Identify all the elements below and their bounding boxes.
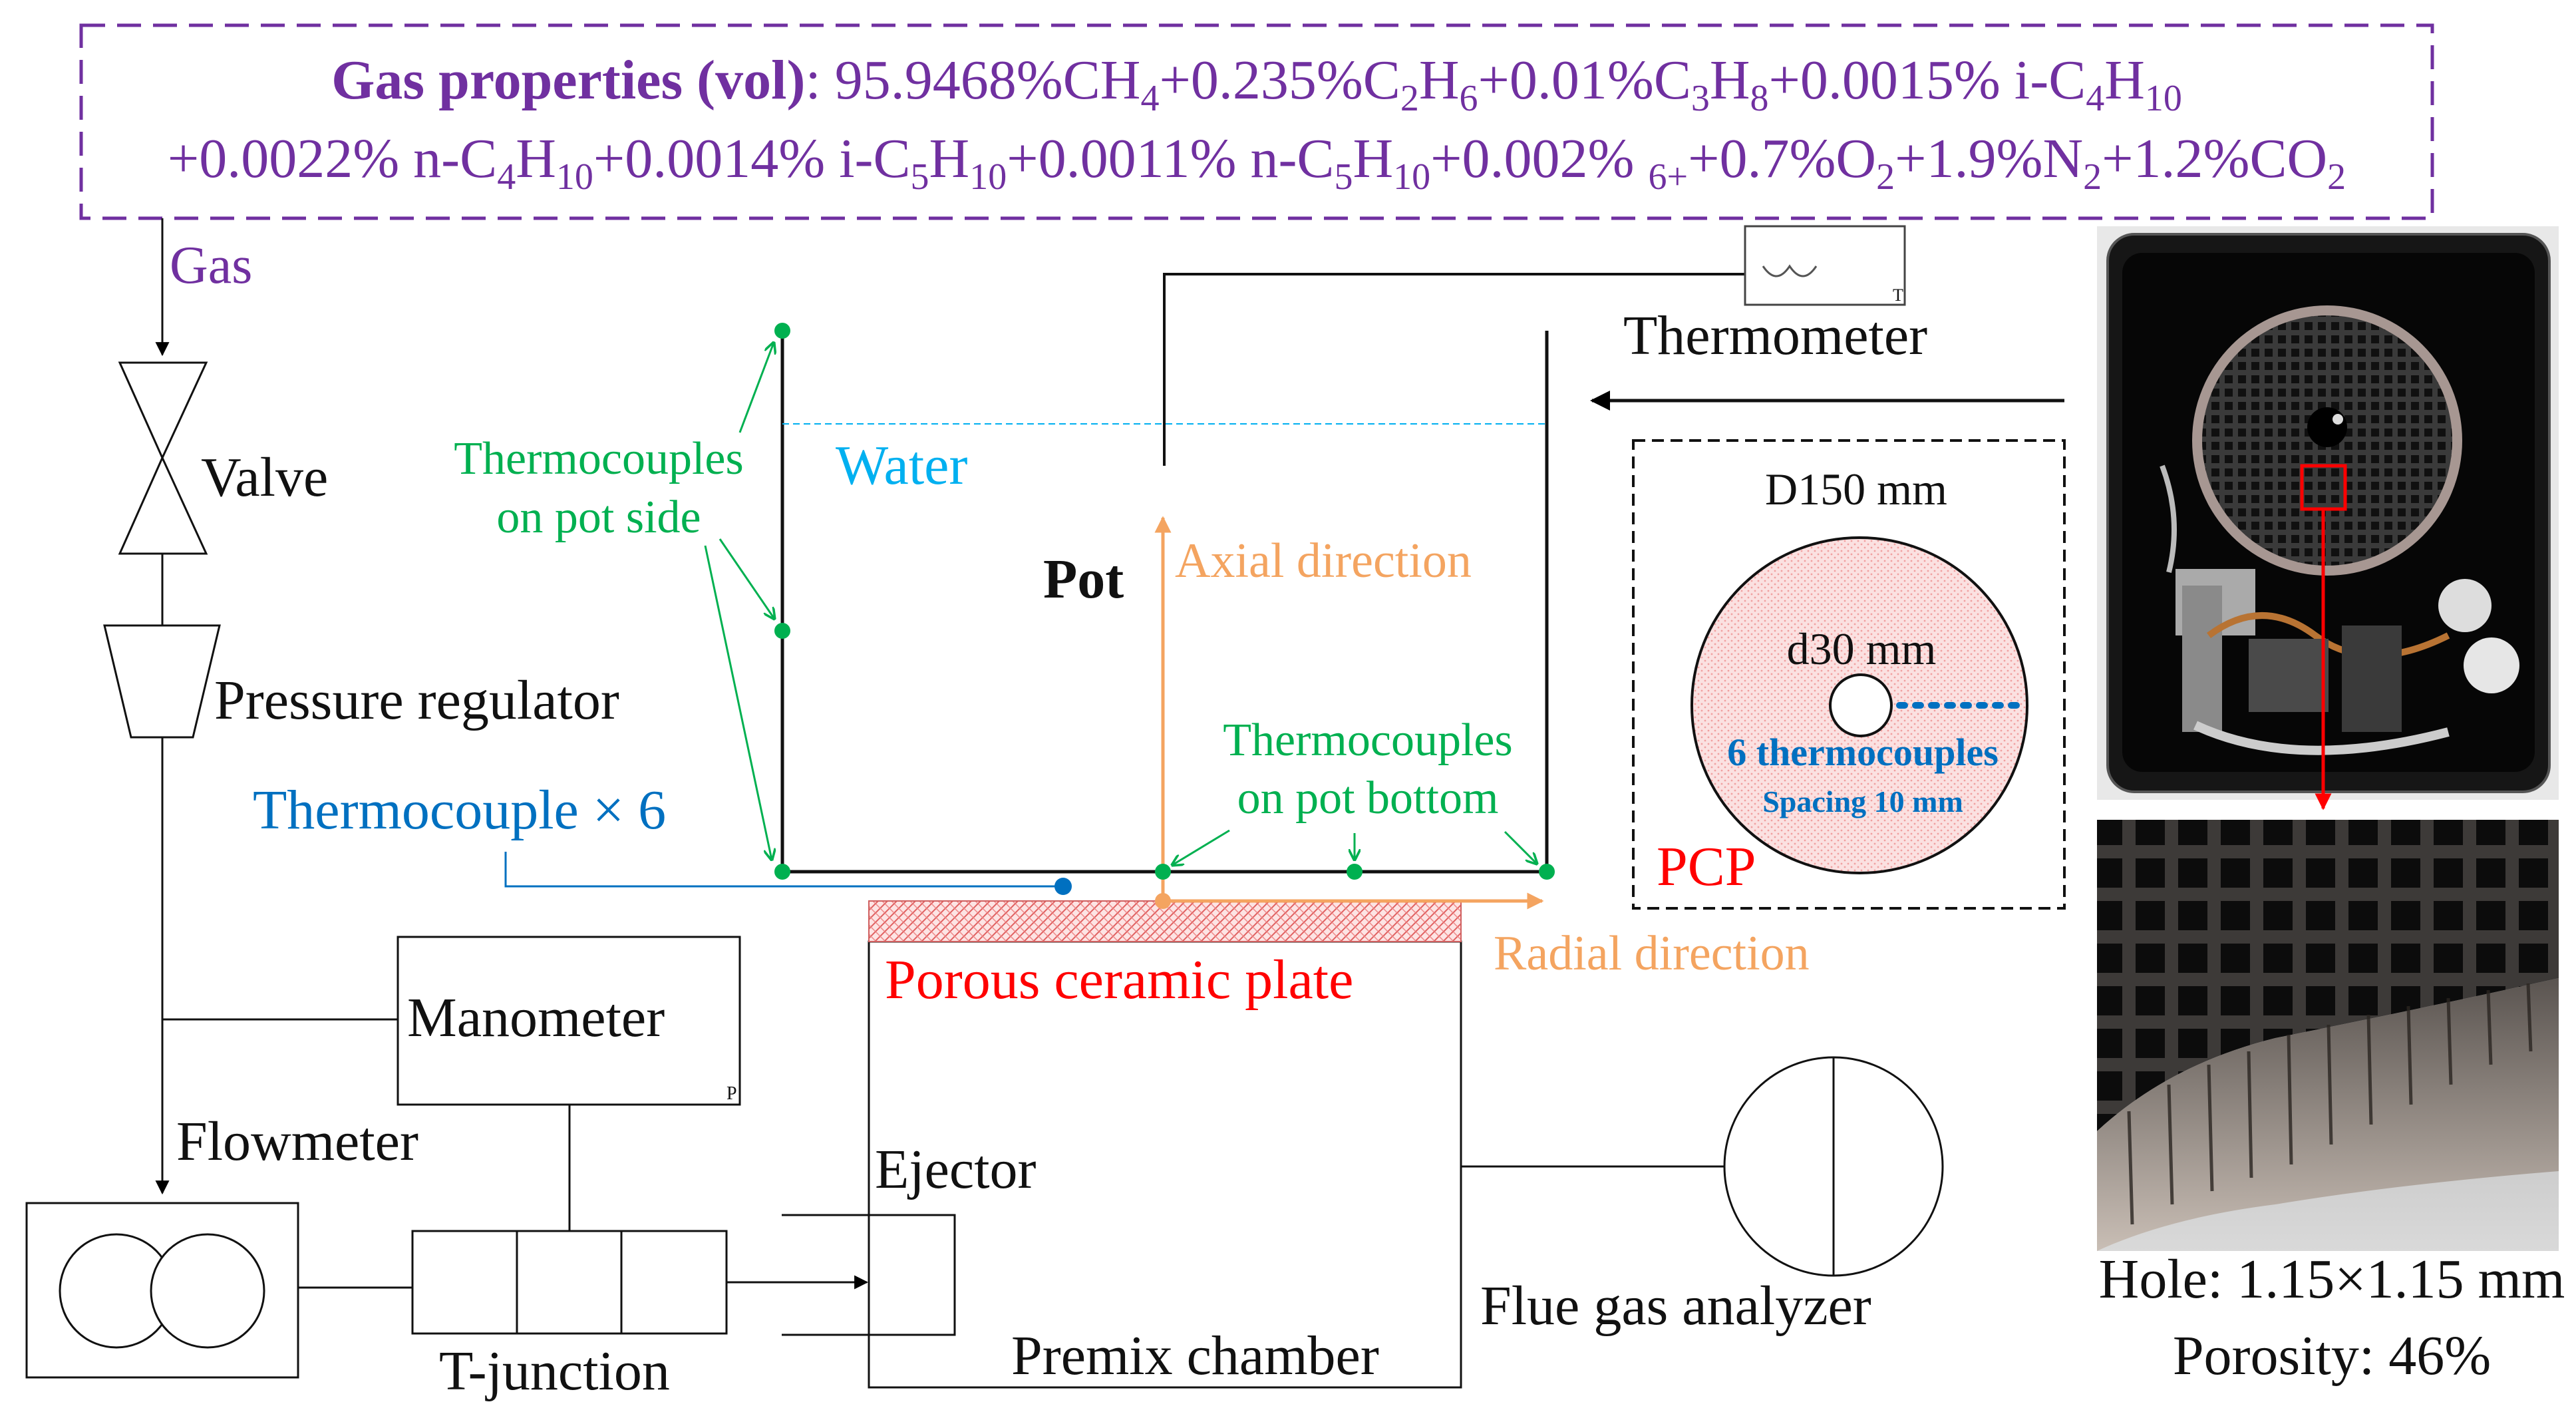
pot-label: Pot (1043, 548, 1124, 610)
pressure-regulator-label: Pressure regulator (214, 669, 619, 731)
gas-properties-line2: +0.0022% n-C4H10+0.0014% i-C5H10+0.0011%… (168, 128, 2346, 198)
formula-subscript: 10 (2145, 78, 2182, 119)
radial-direction-label: Radial direction (1494, 926, 1810, 981)
formula-subscript: 10 (969, 156, 1007, 198)
tc-side-pointers (704, 343, 774, 860)
formula-segment: +1.9%N (1895, 128, 2083, 190)
thermocouple-tip (1054, 878, 1072, 895)
ejector-icon (782, 1214, 956, 1336)
flue-gas-analyzer-label: Flue gas analyzer (1480, 1275, 1871, 1337)
formula-subscript: 2 (1400, 78, 1419, 119)
formula-segment: +1.2%CO (2102, 128, 2327, 190)
formula-subscript: 8 (1750, 78, 1769, 119)
formula-subscript: 6 (1460, 78, 1478, 119)
formula-subscript: 4 (2086, 78, 2104, 119)
gas-properties-box: Gas properties (vol): 95.9468%CH4+0.235%… (79, 23, 2434, 220)
formula-subscript: 5 (1334, 156, 1353, 198)
gas-label: Gas (170, 236, 252, 295)
gas-properties-colon: : (805, 49, 820, 111)
formula-segment: +0.0022% n-C (168, 128, 497, 190)
formula-segment: +0.0011% n-C (1007, 128, 1334, 190)
formula-segment: H (516, 128, 556, 190)
manometer-label: Manometer (407, 987, 665, 1049)
manometer-box (397, 936, 741, 1106)
ejector-label: Ejector (875, 1139, 1037, 1200)
formula-subscript: 6+ (1648, 156, 1688, 198)
formula-subscript: 2 (1876, 156, 1895, 198)
pcp-outer-diameter: D150 mm (1765, 464, 1947, 514)
formula-subscript: 5 (911, 156, 929, 198)
formula-segment: 95.9468%CH (821, 49, 1141, 111)
hole-size-label: Hole: 1.15×1.15 mm (2099, 1248, 2565, 1310)
gas-properties-label: Gas properties (vol) (331, 49, 805, 111)
tc-side-label-2: on pot side (496, 492, 701, 543)
pressure-regulator-icon (103, 624, 221, 739)
thermocouple-points-side (774, 323, 790, 880)
thermocouple-x6-label: Thermocouple × 6 (253, 779, 666, 841)
pcp-inner-diameter: d30 mm (1787, 623, 1937, 674)
thermocouple-wire (504, 852, 1063, 888)
valve-label: Valve (201, 446, 328, 508)
formula-segment: H (2104, 49, 2145, 111)
formula-segment: H (1710, 49, 1750, 111)
formula-segment: H (1419, 49, 1460, 111)
formula-subscript: 2 (2327, 156, 2346, 198)
pcp-inset-box (1632, 439, 2066, 910)
tc-side-label-1: Thermocouples (454, 433, 743, 484)
formula-segment: +0.235%C (1159, 49, 1400, 111)
pcp-center-hole (1829, 673, 1893, 737)
formula-subscript: 10 (1393, 156, 1430, 198)
water-label: Water (836, 435, 967, 496)
formula-segment: +0.0015% i-C (1769, 49, 2086, 111)
formula-subscript: 4 (497, 156, 516, 198)
formula-segment: +0.0014% i-C (593, 128, 911, 190)
axial-direction-label: Axial direction (1175, 534, 1472, 588)
formula-segment: +0.01%C (1478, 49, 1691, 111)
tc-bottom-label-2: on pot bottom (1237, 773, 1499, 824)
origin-dot (1155, 893, 1171, 909)
porosity-label: Porosity: 46% (2173, 1325, 2491, 1387)
tc-bottom-pointers (1172, 829, 1537, 865)
formula-segment: +0.002% (1430, 128, 1648, 190)
premix-chamber-label: Premix chamber (1011, 1325, 1379, 1387)
formula-subscript: 10 (556, 156, 593, 198)
thermometer-icon: T (1744, 225, 1906, 306)
t-junction-icon (411, 1230, 728, 1335)
pcp-thermocouples: 6 thermocouples (1727, 731, 1999, 774)
cooktop-photo (2097, 226, 2559, 810)
flowmeter-icon (25, 1202, 299, 1379)
formula-subscript: 4 (1140, 78, 1159, 119)
gas-properties-line1: Gas properties (vol): 95.9468%CH4+0.235%… (331, 49, 2182, 119)
valve-icon (118, 361, 208, 555)
tc-bottom-label-1: Thermocouples (1223, 715, 1512, 766)
thermocouple-points-bottom (1155, 864, 1555, 880)
gas-supply-line (155, 218, 398, 1195)
flue-gas-analyzer-icon (1723, 1056, 1944, 1277)
formula-segment: H (929, 128, 970, 190)
pcp-spacing: Spacing 10 mm (1762, 785, 1963, 818)
thermometer-probe (1163, 273, 1745, 466)
flowmeter-label: Flowmeter (176, 1111, 418, 1172)
porous-ceramic-plate-label: Porous ceramic plate (885, 949, 1353, 1011)
formula-segment: H (1353, 128, 1393, 190)
thermometer-label: Thermometer (1623, 305, 1927, 367)
thermometer-tag: T (1893, 285, 1903, 305)
formula-subscript: 3 (1691, 78, 1710, 119)
ceramic-closeup-photo (2097, 820, 2559, 1251)
t-junction-label: T-junction (439, 1340, 670, 1402)
formula-subscript: 2 (2083, 156, 2102, 198)
manometer-tag: P (726, 1083, 737, 1104)
pcp-name: PCP (1657, 836, 1756, 898)
formula-segment: +0.7%O (1688, 128, 1876, 190)
